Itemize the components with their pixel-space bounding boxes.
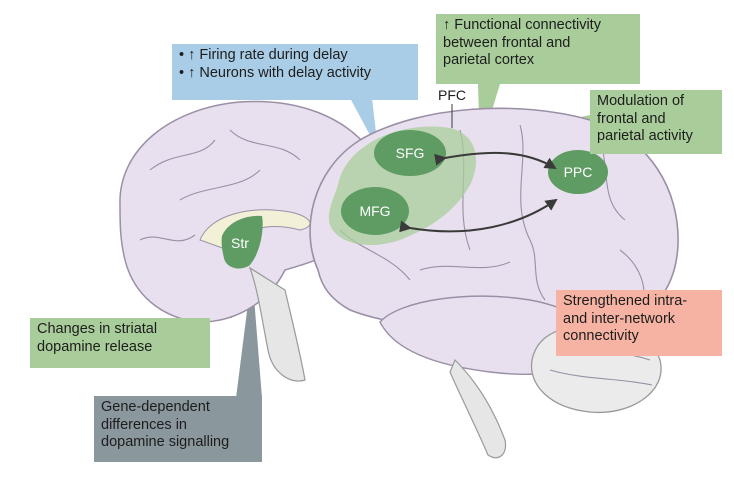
mfg-label: MFG — [359, 203, 390, 219]
modulation-line-2: frontal and — [597, 110, 666, 127]
gene-line-3: dopamine signalling — [101, 434, 230, 451]
striatal-line-2: dopamine release — [37, 338, 153, 355]
functional-line-1: ↑ Functional connectivity — [443, 17, 601, 33]
firing-line-1: • ↑ Firing rate during delay — [179, 47, 348, 63]
modulation-callout: Modulation of frontal and parietal activ… — [590, 90, 722, 154]
gene-callout: Gene-dependent differences in dopamine s… — [94, 396, 262, 462]
functional-line-2: between frontal and — [443, 34, 571, 51]
firing-line-2: • ↑ Neurons with delay activity — [179, 64, 372, 81]
brainstem-right — [449, 358, 507, 459]
sfg-label: SFG — [396, 145, 425, 161]
striatal-callout: Changes in striatal dopamine release — [30, 318, 210, 368]
pfc-label: PFC — [438, 87, 466, 103]
mfg-ppc-arrow — [399, 198, 558, 233]
gene-pointer — [236, 272, 262, 398]
strengthened-line-1: Strengthened intra- — [563, 293, 688, 309]
functional-connectivity-callout: ↑ Functional connectivity between fronta… — [436, 14, 640, 84]
ppc-region — [548, 150, 608, 194]
gene-line-2: differences in — [101, 416, 187, 433]
gene-line-1: Gene-dependent — [101, 399, 210, 415]
str-label: Str — [231, 235, 249, 251]
modulation-line-1: Modulation of — [597, 93, 685, 109]
functional-line-3: parietal cortex — [443, 52, 535, 69]
brainstem-left — [248, 266, 306, 382]
strengthened-line-3: connectivity — [563, 328, 639, 345]
ppc-label: PPC — [564, 164, 593, 180]
str-region — [221, 215, 263, 269]
modulation-line-3: parietal activity — [597, 128, 693, 145]
sfg-ppc-arrow — [434, 151, 557, 170]
sfg-region — [374, 130, 446, 176]
mfg-region — [341, 187, 409, 235]
firing-rate-callout: • ↑ Firing rate during delay • ↑ Neurons… — [172, 44, 418, 100]
striatal-line-1: Changes in striatal — [37, 321, 158, 337]
strengthened-line-2: and inter-network — [563, 310, 676, 327]
strengthened-callout: Strengthened intra- and inter-network co… — [556, 290, 722, 356]
